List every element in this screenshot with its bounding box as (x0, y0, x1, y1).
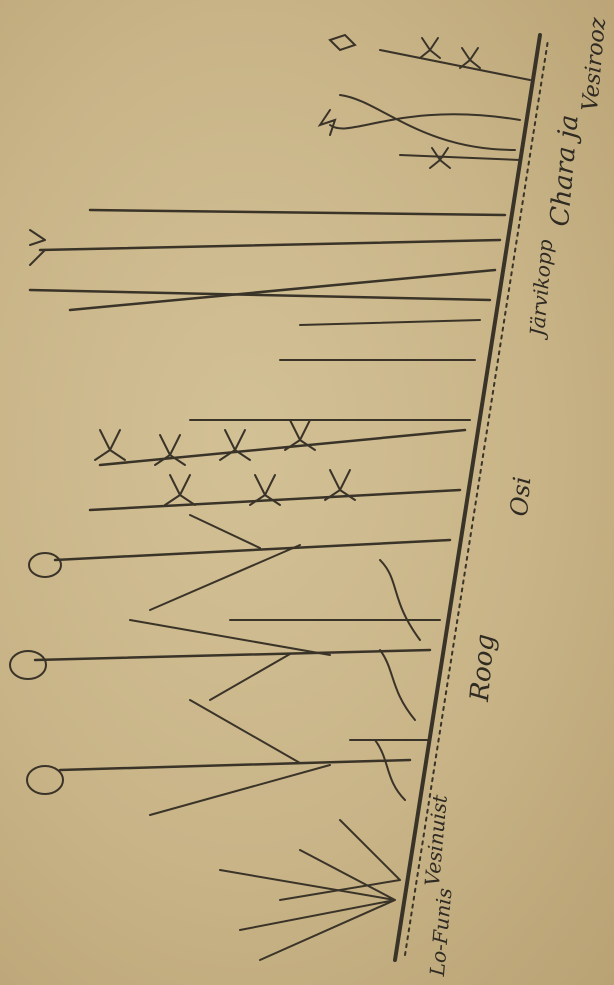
bulrush-stem (40, 240, 500, 250)
reed-leaf (150, 765, 330, 815)
chara-whorl (460, 48, 480, 68)
horsetail-whorl (220, 430, 250, 460)
lily-stem (330, 114, 520, 128)
reed-panicle (29, 553, 61, 577)
horsetail-whorl (95, 430, 125, 460)
sedge-tuft (280, 820, 400, 900)
milfoil-plant (375, 740, 405, 800)
sedge-tuft (220, 850, 395, 960)
reed-leaf (190, 700, 300, 763)
reed-stem (35, 650, 430, 660)
reed-stem (55, 540, 450, 560)
bulrush-tuft (30, 230, 45, 265)
horsetail-stem (90, 490, 460, 510)
lily-pad (330, 35, 355, 50)
lily-flower (320, 110, 335, 135)
label-roog: Roog (465, 633, 501, 703)
reed-leaf (210, 654, 290, 700)
bulrush-stem (90, 210, 505, 215)
horsetail-whorl (165, 475, 195, 505)
reed-leaf (190, 515, 260, 548)
bulrush-stem (70, 270, 495, 310)
milfoil-plant (380, 560, 420, 640)
horsetail-stem (100, 430, 465, 465)
chara-whorl (420, 38, 440, 58)
chara-stem (380, 50, 530, 80)
chara-stem (400, 155, 520, 160)
reed-stem (60, 760, 410, 770)
milfoil-plant (380, 650, 415, 720)
reed-panicle (10, 651, 46, 679)
reed-panicle (27, 766, 63, 794)
water-line (300, 320, 480, 325)
label-osi: Osi (505, 475, 536, 517)
chara-whorl (430, 148, 450, 168)
reed-leaf (130, 620, 330, 655)
lily-stem (340, 95, 515, 150)
